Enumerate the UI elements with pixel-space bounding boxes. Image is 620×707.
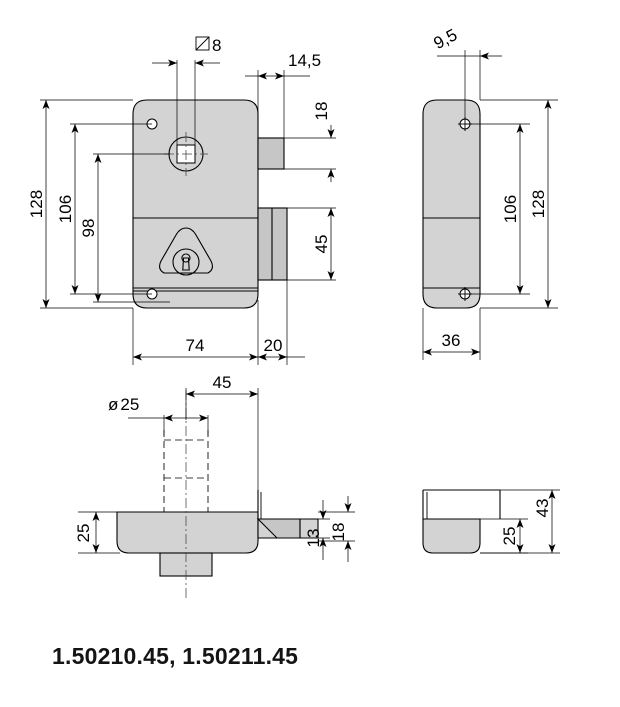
- front-145-label: 14,5: [288, 51, 321, 70]
- front-98-label: 98: [79, 219, 98, 238]
- view-front: 8 128 106 98 74 20 14,5: [27, 36, 336, 365]
- front-latch-bolt: [257, 137, 285, 170]
- plan-25-label: 25: [74, 524, 93, 543]
- front-74-label: 74: [186, 336, 205, 355]
- front-106-label: 106: [56, 195, 75, 223]
- keep-43-label: 43: [533, 499, 552, 518]
- side-106-label: 106: [501, 195, 520, 223]
- front-sq8-symbol: [195, 36, 210, 51]
- keep-25-label: 25: [500, 527, 519, 546]
- drawing-caption: 1.50210.45, 1.50211.45: [52, 643, 299, 669]
- front-keyhole-icon: [181, 253, 191, 271]
- view-keep: 43 25: [422, 489, 560, 554]
- side-95-label: 9,5: [431, 25, 461, 53]
- front-128-label: 128: [27, 190, 46, 218]
- front-20-label: 20: [264, 336, 283, 355]
- side-strike-plate: [422, 99, 481, 309]
- plan-18-label: 18: [329, 523, 348, 542]
- plan-45-label: 45: [213, 373, 232, 392]
- plan-d25-value: 25: [120, 395, 139, 414]
- plan-lock-case: [116, 511, 259, 554]
- plan-d25-symbol: ø: [108, 395, 118, 414]
- front-keyway-ring: [172, 248, 200, 276]
- side-36-label: 36: [442, 331, 461, 350]
- plan-13-label: 13: [304, 529, 323, 548]
- front-18-label: 18: [312, 102, 331, 121]
- front-45-label: 45: [312, 235, 331, 254]
- keep-lip-block: [422, 518, 481, 554]
- front-escutcheon-outer: [158, 227, 214, 274]
- front-sq8-label: 8: [212, 36, 221, 55]
- front-lock-body: [132, 99, 259, 309]
- side-128-label: 128: [529, 190, 548, 218]
- view-side: 9,5 106 128 36: [422, 25, 558, 360]
